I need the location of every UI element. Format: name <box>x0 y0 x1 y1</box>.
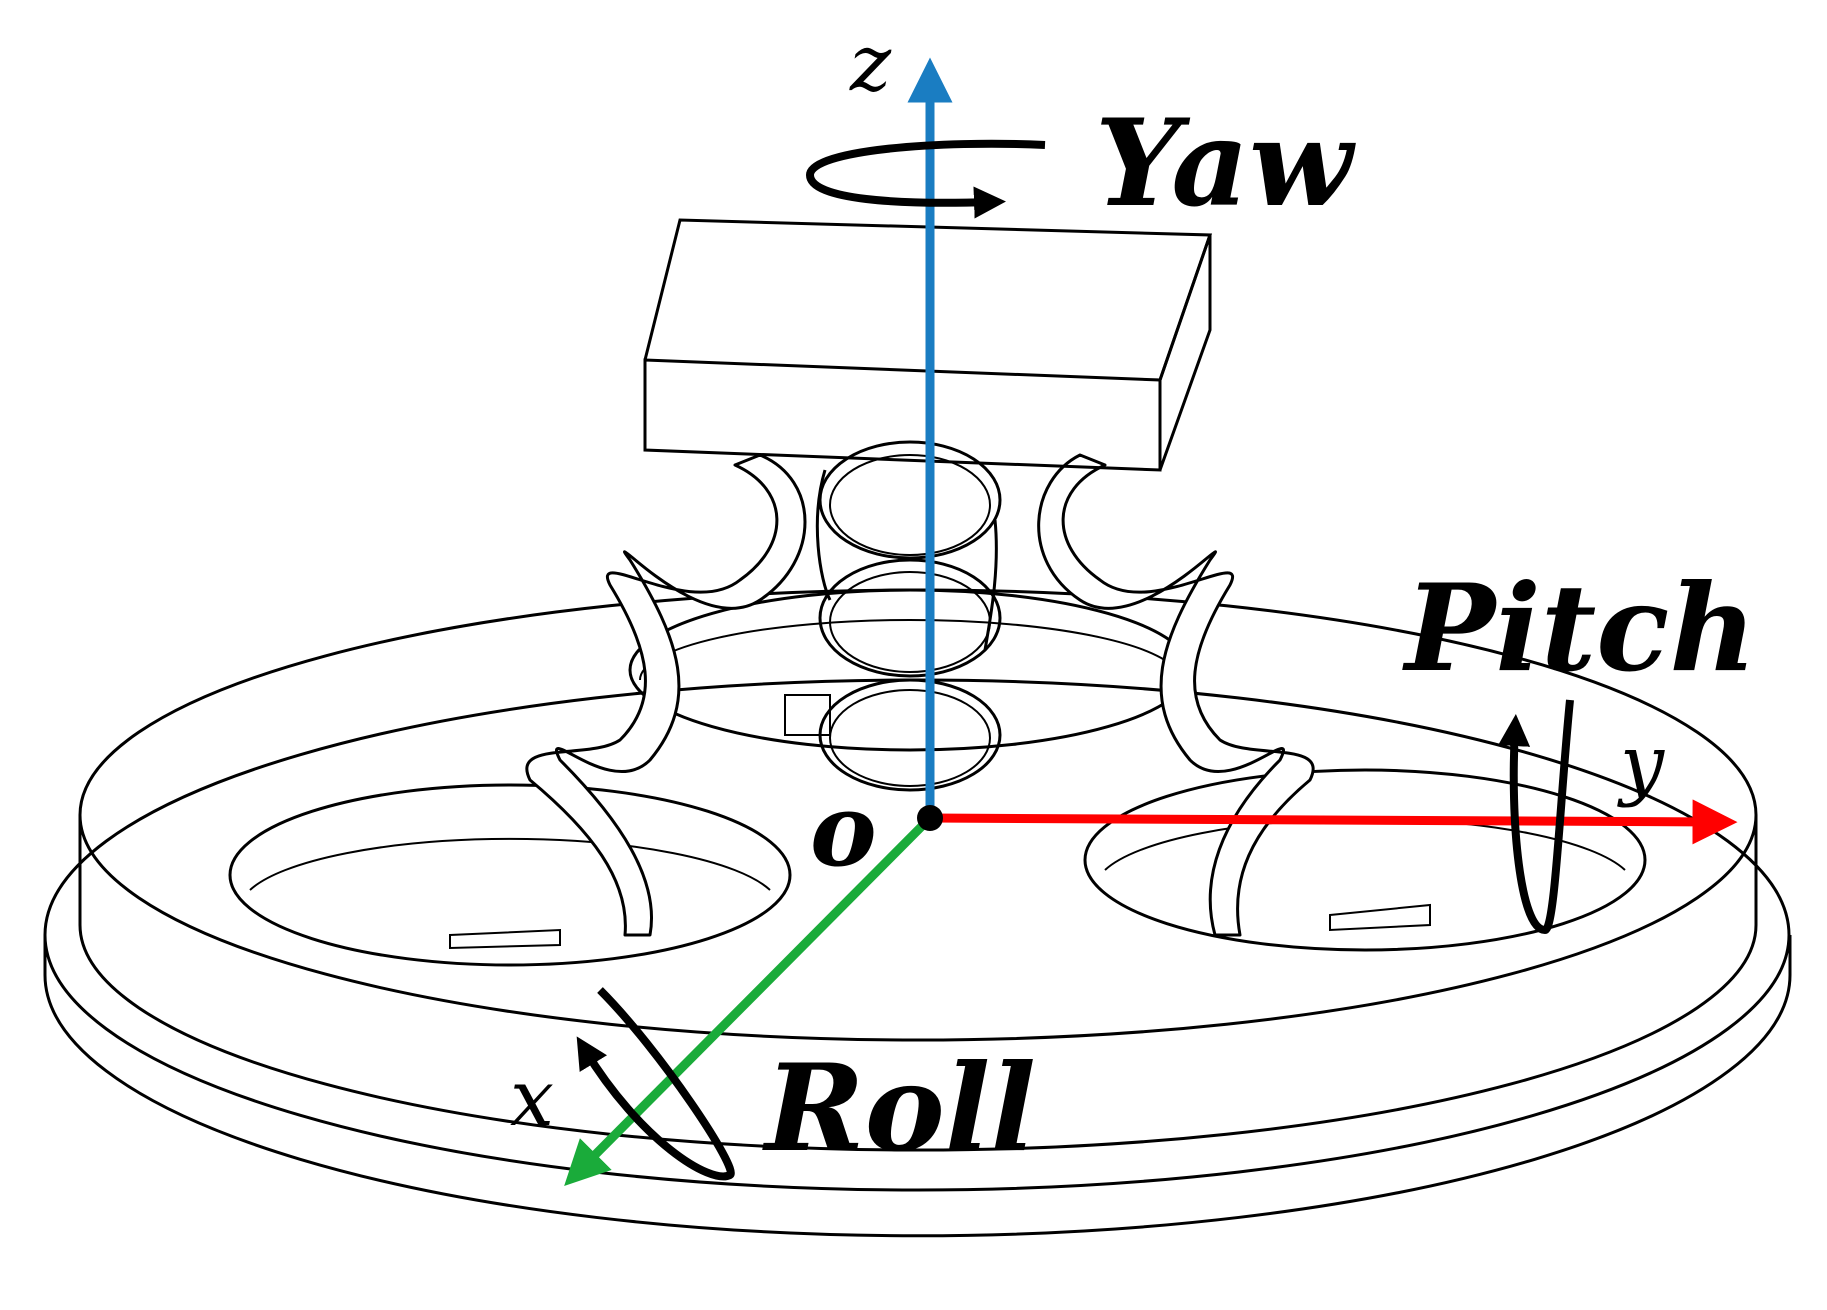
pitch-label: Pitch <box>1402 558 1757 699</box>
roll-label: Roll <box>762 1038 1036 1179</box>
pitch-rotation-arrow <box>1498 699 1574 935</box>
z-axis-label: z <box>849 19 892 109</box>
top-block <box>643 218 1213 472</box>
origin-label: o <box>810 771 877 889</box>
x-axis <box>564 814 934 1186</box>
helical-springs <box>525 440 1315 937</box>
y-axis-label: y <box>1617 719 1665 809</box>
roll-rotation-arrow <box>576 987 735 1181</box>
rotation-arrows <box>576 139 1574 1181</box>
x-axis-label: x <box>510 1054 554 1144</box>
origin-point <box>917 805 943 831</box>
yaw-rotation-arrow <box>805 139 1046 219</box>
yaw-label: Yaw <box>1095 93 1356 234</box>
y-axis <box>929 799 1738 845</box>
